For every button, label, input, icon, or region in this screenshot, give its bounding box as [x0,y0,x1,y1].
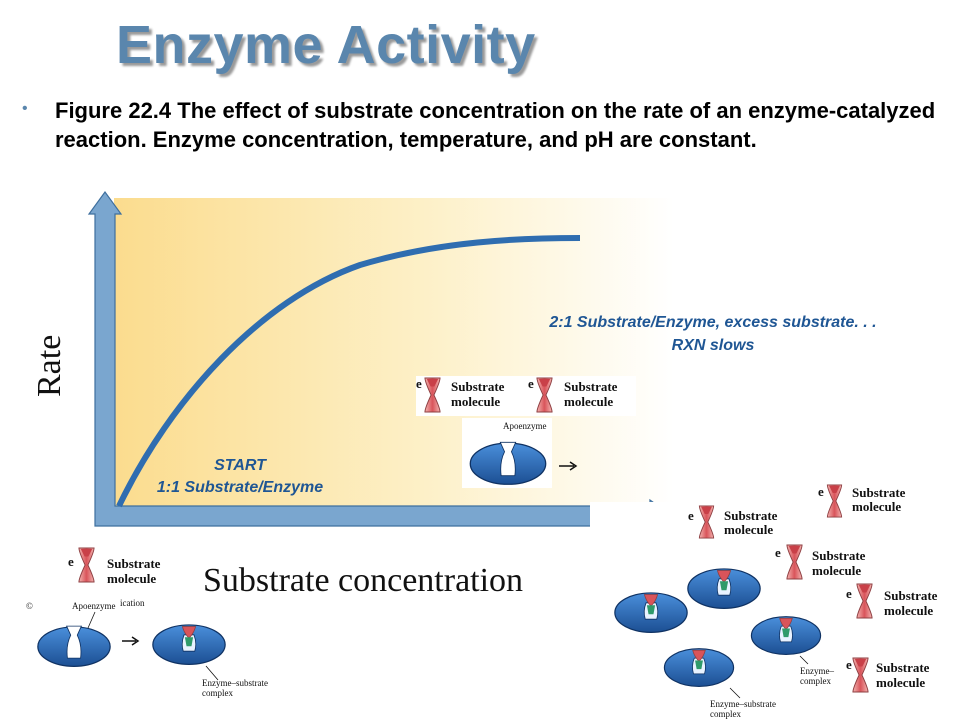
svg-text:complex: complex [710,709,741,719]
svg-text:Apoenzyme: Apoenzyme [72,601,115,611]
svg-text:©: © [26,601,33,611]
svg-text:e: e [775,545,781,560]
svg-text:Substrate: Substrate [876,660,930,675]
apoenzyme-icon [37,625,111,668]
svg-text:e: e [846,586,852,601]
enzyme-substrate-complex-icon [663,648,735,688]
start-annotation-line2: 1:1 Substrate/Enzyme [157,479,323,496]
svg-text:Substrate: Substrate [564,379,618,394]
figure-caption: Figure 22.4 The effect of substrate conc… [55,98,936,152]
svg-text:e: e [528,376,534,391]
excess-annotation-line1: 2:1 Substrate/Enzyme, excess substrate. … [548,314,876,331]
svg-text:e: e [68,554,74,569]
svg-text:e: e [688,508,694,523]
enzyme-substrate-complex-icon [152,624,226,666]
svg-text:ication: ication [120,598,145,608]
bullet-dot: • [22,100,28,117]
svg-text:Substrate: Substrate [724,508,778,523]
excess-annotation-line2: RXN slows [672,337,755,354]
svg-text:Enzyme–: Enzyme– [800,666,834,676]
x-axis-label: Substrate concentration [203,562,523,599]
svg-text:molecule: molecule [876,675,925,690]
svg-text:molecule: molecule [884,603,933,618]
enzyme-substrate-complex-icon [750,616,822,656]
graph-background [114,198,674,512]
svg-text:Substrate: Substrate [884,588,938,603]
svg-text:molecule: molecule [812,563,861,578]
svg-text:Apoenzyme: Apoenzyme [503,421,546,431]
substrate-molecule-icon [826,484,843,518]
svg-text:molecule: molecule [724,522,773,537]
svg-text:Substrate: Substrate [852,485,906,500]
svg-text:molecule: molecule [852,499,901,514]
svg-text:molecule: molecule [451,394,500,409]
middle-cluster: e Substrate molecule e Substrate molecul… [416,376,636,488]
slide-title: Enzyme Activity [116,15,536,75]
svg-text:Substrate: Substrate [107,556,161,571]
svg-text:e: e [416,376,422,391]
svg-text:molecule: molecule [107,571,156,586]
svg-text:molecule: molecule [564,394,613,409]
bottom-left-cluster: e Substrate molecule © Apoenzyme ication… [26,542,268,698]
bottom-right-cluster: e Substrate molecule e Substrate molecul… [590,484,960,720]
apoenzyme-icon [469,441,547,486]
svg-text:e: e [846,657,852,672]
svg-text:Substrate: Substrate [451,379,505,394]
svg-text:e: e [818,484,824,499]
svg-text:Substrate: Substrate [812,548,866,563]
svg-text:complex: complex [800,676,831,686]
svg-text:Enzyme–substrate: Enzyme–substrate [202,678,268,688]
svg-text:complex: complex [202,688,233,698]
start-annotation-line1: START [214,457,267,474]
rate-curve [116,235,581,508]
enzyme-substrate-complex-icon [614,592,688,634]
enzyme-substrate-complex-icon [687,568,761,610]
y-axis-label: Rate [31,335,68,397]
svg-text:Enzyme–substrate: Enzyme–substrate [710,699,776,709]
